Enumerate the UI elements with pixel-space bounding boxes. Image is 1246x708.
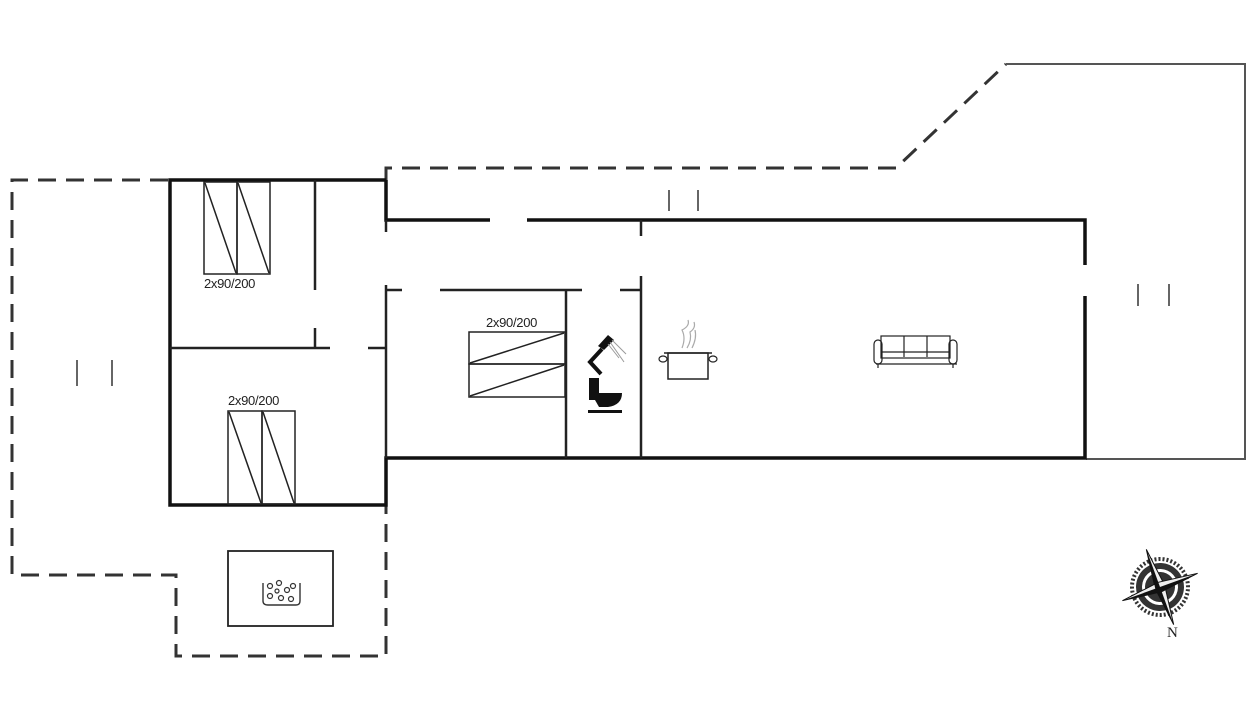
shower-icon [587, 335, 627, 376]
terrace-right [1006, 63, 1246, 460]
bed-bedroom-2 [227, 410, 296, 505]
bed-label-bedroom-1: 2x90/200 [204, 276, 256, 291]
compass-north-label: N [1167, 625, 1178, 641]
terrace-top [384, 62, 1008, 180]
bed-label-bedroom-3: 2x90/200 [486, 315, 538, 330]
sofa-icon [873, 335, 958, 368]
terrace-markers [76, 190, 1170, 386]
exterior-walls [168, 178, 1087, 507]
terrace-left [10, 178, 388, 658]
interior-walls [170, 180, 643, 458]
hot-tub-icon [227, 550, 334, 627]
bed-label-bedroom-2: 2x90/200 [228, 393, 280, 408]
cooking-pot-icon [658, 319, 718, 380]
compass-rose-icon [1122, 549, 1198, 625]
toilet-icon [588, 378, 622, 413]
bed-bedroom-3 [468, 331, 566, 398]
bed-bedroom-1 [203, 181, 271, 275]
